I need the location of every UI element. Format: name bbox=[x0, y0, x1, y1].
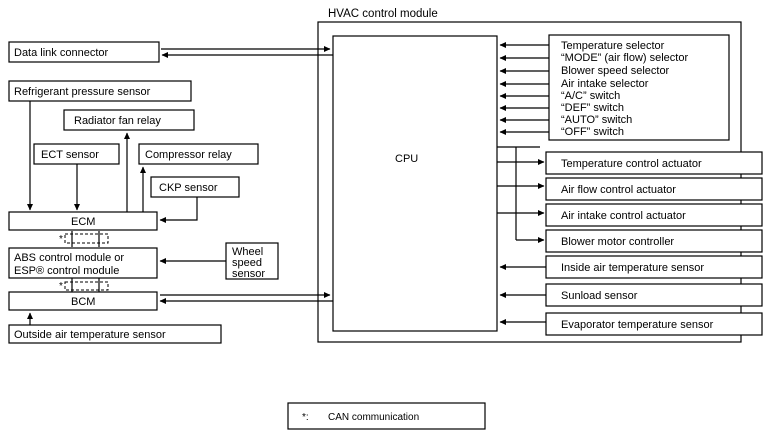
can-marker-1: * bbox=[59, 234, 63, 245]
data-link-arrows bbox=[161, 46, 333, 58]
compressor-relay-label: Compressor relay bbox=[145, 149, 232, 161]
wheel-speed-label-line2: speed bbox=[232, 257, 262, 269]
evaporator-temperature-sensor-box bbox=[545, 312, 763, 336]
data-link-connector-box bbox=[8, 41, 160, 63]
radiator-fan-relay-label: Radiator fan relay bbox=[74, 115, 161, 127]
cpu-label: CPU bbox=[395, 153, 418, 165]
legend-box bbox=[287, 402, 486, 430]
abs-esp-label-line2: ESP® control module bbox=[14, 265, 119, 277]
evaporator-temperature-sensor-label: Evaporator temperature sensor bbox=[561, 319, 714, 331]
switch-air-intake-selector: Air intake selector bbox=[561, 78, 649, 90]
sunload-sensor-label: Sunload sensor bbox=[561, 290, 638, 302]
switch-off: “OFF” switch bbox=[561, 126, 624, 138]
wheel-speed-label-line3: sensor bbox=[232, 268, 265, 280]
refrigerant-pressure-sensor-label: Refrigerant pressure sensor bbox=[14, 86, 151, 98]
outside-air-temperature-sensor-label: Outside air temperature sensor bbox=[14, 329, 166, 341]
blower-motor-controller-box bbox=[545, 229, 763, 253]
blower-motor-controller-label: Blower motor controller bbox=[561, 236, 674, 248]
refrigerant-pressure-sensor-box bbox=[8, 80, 192, 102]
inside-air-temperature-sensor-label: Inside air temperature sensor bbox=[561, 262, 704, 274]
switch-input-arrows bbox=[499, 42, 549, 135]
air-flow-control-actuator-label: Air flow control actuator bbox=[561, 184, 676, 196]
switch-auto: “AUTO” switch bbox=[561, 114, 632, 126]
air-flow-control-actuator-box bbox=[545, 177, 763, 201]
sensor-input-arrows bbox=[499, 264, 546, 325]
switch-ac: “A/C” switch bbox=[561, 90, 620, 102]
legend-marker: *: bbox=[302, 412, 309, 423]
switch-mode-selector: “MODE” (air flow) selector bbox=[561, 52, 688, 64]
wheel-speed-label-line1: Wheel bbox=[232, 246, 263, 258]
switch-def: “DEF” switch bbox=[561, 102, 624, 114]
bcm-box bbox=[8, 291, 158, 311]
can-marker-2: * bbox=[59, 281, 63, 292]
ecm-label: ECM bbox=[71, 216, 95, 228]
switch-temperature-selector: Temperature selector bbox=[561, 40, 665, 52]
bcm-label: BCM bbox=[71, 296, 95, 308]
output-bus-wire bbox=[497, 146, 540, 240]
ckp-to-ecm-wire bbox=[159, 197, 198, 223]
air-intake-control-actuator-label: Air intake control actuator bbox=[561, 210, 686, 222]
input-switch-panel bbox=[548, 34, 730, 141]
bcm-hvac-arrows bbox=[159, 292, 333, 304]
compressor-relay-box bbox=[138, 143, 259, 165]
temperature-control-actuator-label: Temperature control actuator bbox=[561, 158, 702, 170]
hvac-module-title: HVAC control module bbox=[328, 8, 438, 20]
legend-text: CAN communication bbox=[328, 412, 419, 423]
input-switch-labels: Temperature selector “MODE” (air flow) s… bbox=[561, 40, 688, 138]
cpu-box bbox=[332, 35, 498, 332]
can-link-ecm-abs: * bbox=[59, 231, 109, 247]
abs-esp-label-line1: ABS control module or bbox=[14, 252, 124, 264]
temperature-control-actuator-box bbox=[545, 151, 763, 175]
switch-blower-speed-selector: Blower speed selector bbox=[561, 65, 670, 77]
ect-sensor-label: ECT sensor bbox=[41, 149, 99, 161]
abs-esp-control-module-box bbox=[8, 247, 158, 279]
ckp-sensor-box bbox=[150, 176, 240, 198]
data-link-connector-label: Data link connector bbox=[14, 47, 108, 59]
outside-air-temperature-sensor-box bbox=[8, 324, 222, 344]
can-link-abs-bcm: * bbox=[59, 278, 109, 292]
output-arrows bbox=[497, 159, 545, 243]
radiator-fan-relay-box bbox=[63, 109, 195, 131]
air-intake-control-actuator-box bbox=[545, 203, 763, 227]
ckp-sensor-label: CKP sensor bbox=[159, 182, 218, 194]
ecm-box bbox=[8, 211, 158, 231]
